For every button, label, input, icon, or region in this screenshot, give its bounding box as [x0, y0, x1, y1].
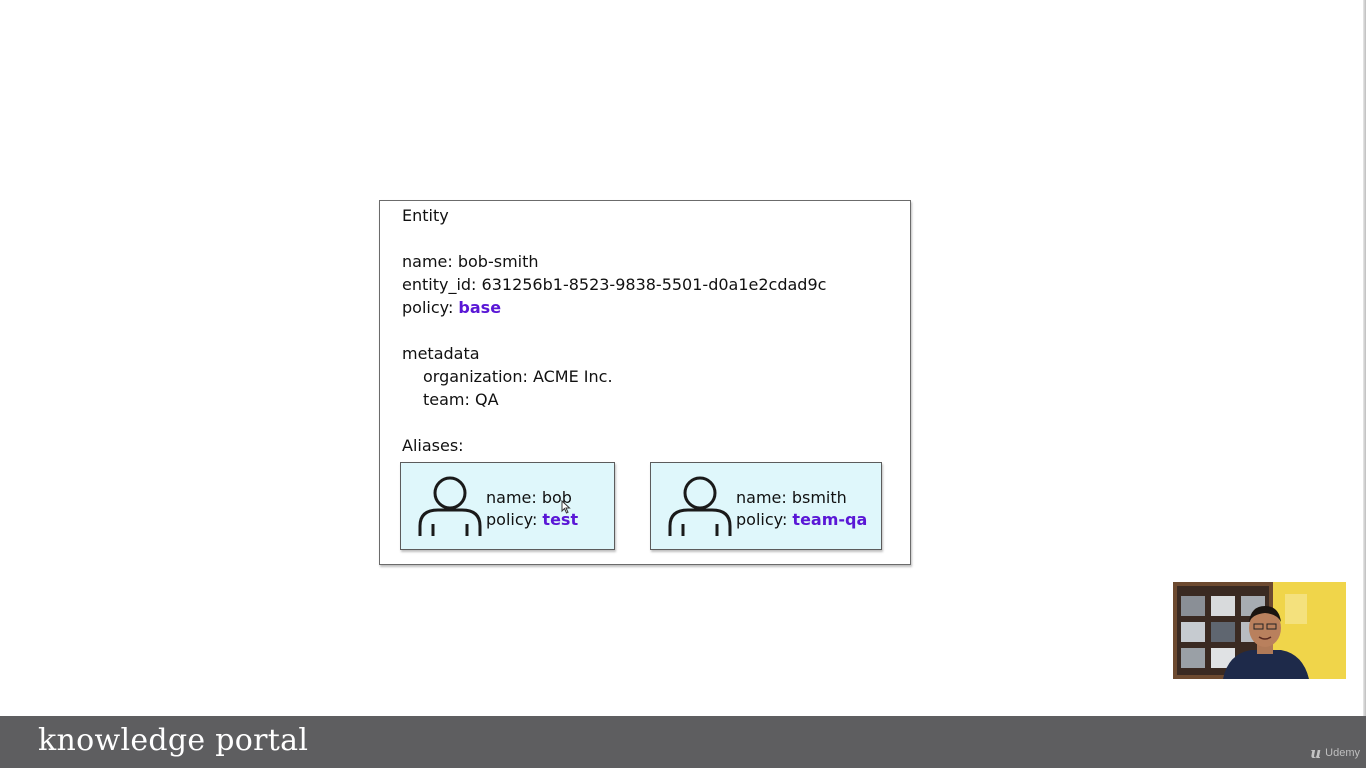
alias-policy-value: team-qa	[792, 510, 868, 529]
entity-id: entity_id: 631256b1-8523-9838-5501-d0a1e…	[402, 275, 827, 294]
person-icon	[418, 476, 482, 536]
frame-edge	[1363, 0, 1366, 716]
mouse-cursor-icon	[561, 500, 571, 514]
alias-name: name: bob	[486, 488, 572, 507]
udemy-logo-icon: u	[1310, 744, 1322, 762]
entity-policy-label: policy:	[402, 298, 459, 317]
alias-name: name: bsmith	[736, 488, 847, 507]
presenter-webcam	[1173, 582, 1346, 679]
alias-policy-label: policy:	[486, 510, 543, 529]
udemy-label: Udemy	[1325, 747, 1360, 759]
footer-bar: knowledge portal u Udemy	[0, 716, 1366, 768]
entity-policy-value: base	[458, 298, 502, 317]
alias-details: name: bob policy: test	[486, 487, 578, 531]
alias-policy-value: test	[542, 510, 579, 529]
metadata-team: team: QA	[423, 390, 499, 409]
metadata-heading: metadata	[402, 344, 480, 363]
entity-diagram: Entity name: bob-smith entity_id: 631256…	[379, 200, 911, 565]
alias-details: name: bsmith policy: team-qa	[736, 487, 867, 531]
person-icon	[668, 476, 732, 536]
alias-policy: policy: team-qa	[736, 509, 867, 531]
alias-policy: policy: test	[486, 509, 578, 531]
alias-card-bsmith: name: bsmith policy: team-qa	[650, 462, 882, 550]
entity-heading: Entity	[402, 206, 449, 225]
alias-card-bob: name: bob policy: test	[400, 462, 615, 550]
aliases-heading: Aliases:	[402, 436, 464, 455]
presenter-image	[1173, 582, 1346, 679]
metadata-organization: organization: ACME Inc.	[423, 367, 613, 386]
udemy-watermark: u Udemy	[1310, 744, 1360, 762]
entity-policy: policy: base	[402, 298, 501, 318]
entity-name: name: bob-smith	[402, 252, 539, 271]
brand-logo-text: knowledge portal	[38, 723, 309, 758]
alias-policy-label: policy:	[736, 510, 793, 529]
